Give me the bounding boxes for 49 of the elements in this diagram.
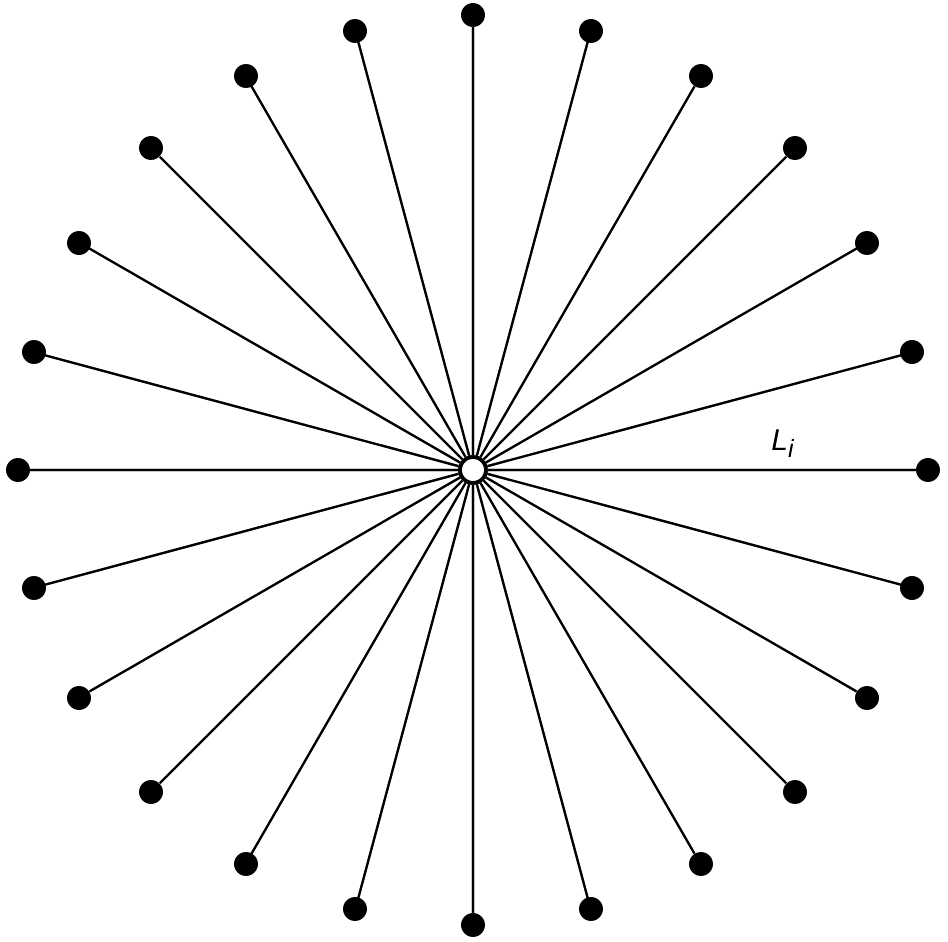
- endpoint-dot: [22, 340, 46, 364]
- spoke-line: [357, 42, 470, 456]
- spoke-line: [482, 156, 788, 460]
- endpoint-dot: [66, 686, 91, 710]
- endpoint-dot: [688, 852, 712, 876]
- endpoint-dot: [22, 576, 46, 600]
- endpoint-dot: [461, 3, 485, 27]
- spoke-line: [488, 468, 916, 472]
- spoke-line: [485, 247, 858, 464]
- endpoint-dot: [916, 458, 940, 482]
- endpoint-dot: [234, 64, 258, 88]
- spoke-line: [30, 468, 458, 472]
- spoke-line: [476, 484, 589, 898]
- endpoint-dot: [900, 576, 924, 600]
- spoke-line: [250, 86, 467, 458]
- spoke-line: [88, 476, 461, 693]
- spoke-line: [479, 482, 696, 854]
- spoke-line: [44, 354, 459, 468]
- endpoint-dot: [578, 897, 603, 922]
- endpoint-dot: [234, 852, 258, 876]
- spoke-line: [472, 27, 474, 455]
- endpoint-dot: [461, 913, 485, 937]
- endpoint-dot: [688, 64, 712, 88]
- endpoint-dot: [855, 230, 880, 254]
- spoke-line: [487, 472, 902, 586]
- spoke-line: [44, 472, 459, 586]
- spoke-line: [476, 42, 589, 456]
- spoke-line: [485, 476, 858, 693]
- spoke-line: [487, 354, 902, 468]
- spoke-line: [482, 480, 788, 784]
- endpoint-dot: [139, 136, 164, 160]
- endpoint-dot: [343, 897, 368, 922]
- spoke-line: [479, 86, 696, 458]
- endpoint-dot: [855, 686, 880, 710]
- endpoint-dot: [782, 136, 807, 160]
- endpoint-dot: [578, 18, 603, 42]
- endpoint-dot: [343, 18, 368, 42]
- endpoint-dot: [139, 780, 164, 804]
- endpoint-dot: [782, 780, 807, 804]
- spoke-line: [472, 485, 474, 913]
- spoke-line: [158, 480, 464, 784]
- spoke-line: [88, 247, 461, 464]
- spoke-line: [158, 156, 464, 460]
- endpoint-dot: [6, 458, 30, 482]
- endpoint-dot: [900, 340, 924, 364]
- endpoint-dot: [66, 230, 91, 254]
- spoke-line: [357, 484, 470, 898]
- spoke-line: [250, 482, 467, 854]
- edge-label: L$_{i}$: [771, 426, 794, 462]
